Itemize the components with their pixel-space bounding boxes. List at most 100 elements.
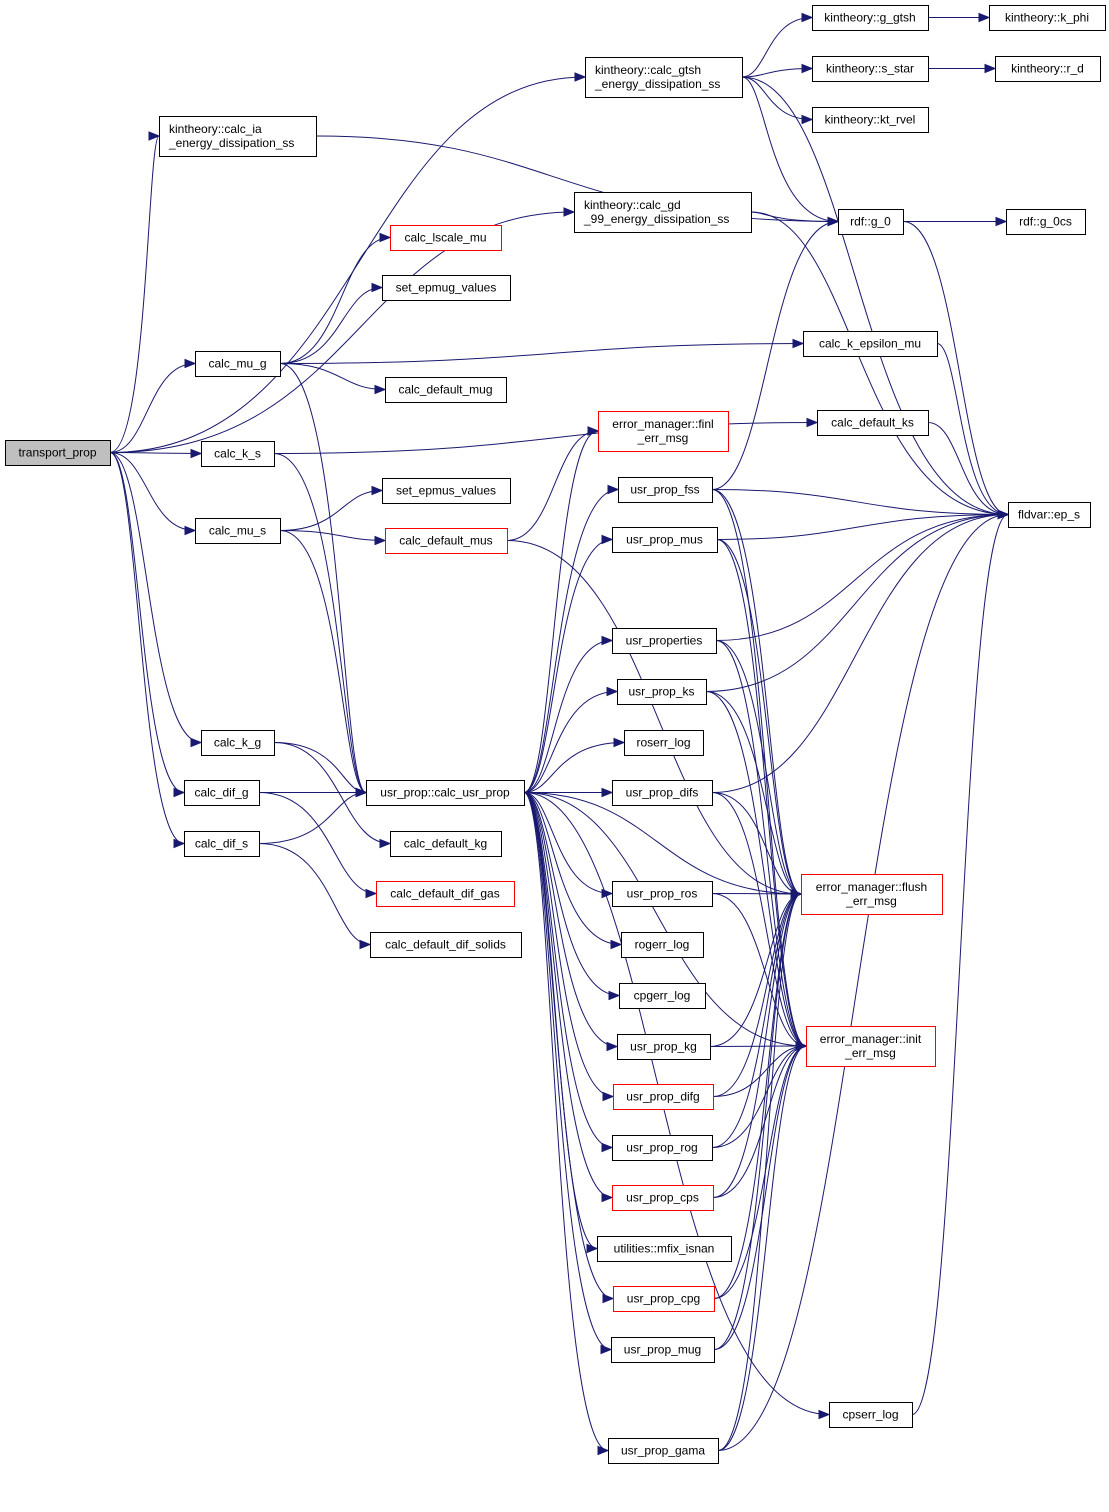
node-calc-dif-g[interactable]: calc_dif_g	[184, 780, 260, 806]
edge-usr_prop_mus-to-flush_err_msg	[716, 539, 802, 895]
edge-transport_prop-to-calc_ia	[109, 135, 160, 453]
edge-usr_prop_mug-to-flush_err_msg	[713, 893, 802, 1350]
node-calc-default-dif-gas[interactable]: calc_default_dif_gas	[376, 881, 515, 907]
node-transport-prop[interactable]: transport_prop	[5, 440, 111, 466]
node-usr-prop-difs[interactable]: usr_prop_difs	[612, 780, 713, 806]
arrowhead-icon	[602, 1293, 615, 1304]
edge-transport_prop-to-calc_mu_s	[109, 452, 196, 531]
node-calc-mu-g[interactable]: calc_mu_g	[195, 351, 281, 377]
node-box	[812, 5, 929, 31]
node-label: _99_energy_dissipation_ss	[583, 212, 729, 226]
node-label: calc_k_epsilon_mu	[819, 337, 921, 351]
node-set-epmug-values[interactable]: set_epmug_values	[382, 275, 511, 301]
node-roserr-log[interactable]: roserr_log	[624, 730, 704, 756]
node-calc-dif-s[interactable]: calc_dif_s	[184, 831, 260, 857]
arrowhead-icon	[184, 525, 197, 536]
arrowhead-icon	[379, 838, 392, 849]
edge-calc_usr_prop-to-usr_prop_rog	[523, 792, 613, 1148]
node-usr-prop-rog[interactable]: usr_prop_rog	[612, 1135, 713, 1161]
node-calc-k-g[interactable]: calc_k_g	[201, 730, 275, 756]
node-usr-prop-kg[interactable]: usr_prop_kg	[617, 1034, 711, 1060]
node-rogerr-log[interactable]: rogerr_log	[621, 932, 704, 958]
node-box	[585, 57, 743, 98]
edge-transport_prop-to-calc_k_s	[109, 452, 202, 454]
arrowhead-icon	[600, 1344, 613, 1355]
node-mfix-isnan[interactable]: utilities::mfix_isnan	[597, 1236, 732, 1262]
node-flush-err-msg[interactable]: error_manager::flush_err_msg	[801, 874, 943, 915]
node-label: kintheory::k_phi	[1005, 11, 1089, 25]
node-box	[385, 377, 507, 403]
node-cpserr-log[interactable]: cpserr_log	[829, 1402, 913, 1428]
edge-calc_usr_prop-to-usr_prop_mus	[523, 539, 613, 793]
node-g-gtsh[interactable]: kintheory::g_gtsh	[812, 5, 929, 31]
node-calc-default-ks[interactable]: calc_default_ks	[817, 410, 929, 436]
node-calc-gd[interactable]: kintheory::calc_gd_99_energy_dissipation…	[574, 192, 752, 233]
node-calc-usr-prop[interactable]: usr_prop::calc_usr_prop	[366, 780, 525, 806]
node-finl-err-msg[interactable]: error_manager::finl_err_msg	[598, 411, 729, 452]
node-calc-default-kg[interactable]: calc_default_kg	[390, 831, 502, 857]
arrowhead-icon	[601, 888, 614, 899]
edge-calc_mu_g-to-calc_k_epsilon_mu	[279, 343, 804, 364]
node-usr-prop-difg[interactable]: usr_prop_difg	[613, 1084, 714, 1110]
arrowhead-icon	[190, 737, 203, 748]
edge-calc_mu_g-to-calc_lscale_mu	[279, 237, 391, 364]
node-usr-prop-fss[interactable]: usr_prop_fss	[618, 477, 713, 503]
node-box	[989, 5, 1106, 31]
node-calc-gtsh[interactable]: kintheory::calc_gtsh_energy_dissipation_…	[585, 57, 743, 98]
node-kt-rvel[interactable]: kintheory::kt_rvel	[812, 107, 929, 133]
edge-calc_mu_g-to-calc_default_mug	[279, 363, 386, 390]
node-label: error_manager::init	[820, 1032, 922, 1046]
node-calc-lscale-mu[interactable]: calc_lscale_mu	[390, 225, 502, 251]
arrowhead-icon	[601, 1192, 614, 1203]
node-calc-default-mus[interactable]: calc_default_mus	[385, 528, 508, 554]
node-box	[390, 831, 502, 857]
node-box	[801, 874, 943, 915]
node-cpgerr-log[interactable]: cpgerr_log	[619, 983, 706, 1009]
node-box	[612, 1185, 714, 1211]
node-box	[1008, 502, 1091, 528]
node-r-d[interactable]: kintheory::r_d	[995, 56, 1101, 82]
node-label: usr_prop_ks	[628, 685, 694, 699]
node-set-epmus-values[interactable]: set_epmus_values	[382, 478, 511, 504]
node-usr-prop-cpg[interactable]: usr_prop_cpg	[613, 1286, 715, 1312]
node-usr-prop-ks[interactable]: usr_prop_ks	[617, 679, 707, 705]
node-usr-prop-mus[interactable]: usr_prop_mus	[612, 527, 718, 553]
arrowhead-icon	[602, 1091, 615, 1102]
node-label: calc_default_kg	[404, 837, 487, 851]
node-init-err-msg[interactable]: error_manager::init_err_msg	[806, 1026, 936, 1067]
node-calc-default-dif-solids[interactable]: calc_default_dif_solids	[370, 932, 522, 958]
node-label: usr_prop_rog	[626, 1141, 697, 1155]
arrowhead-icon	[827, 216, 840, 227]
node-usr-properties[interactable]: usr_properties	[612, 628, 717, 654]
node-usr-prop-mug[interactable]: usr_prop_mug	[611, 1337, 715, 1363]
node-label: rdf::g_0	[850, 215, 891, 229]
node-s-star[interactable]: kintheory::s_star	[812, 56, 929, 82]
node-g-0cs[interactable]: rdf::g_0cs	[1006, 209, 1086, 235]
edge-calc_default_mus-to-finl_err_msg	[506, 430, 599, 541]
node-label: _err_msg	[845, 894, 897, 908]
node-calc-k-epsilon-mu[interactable]: calc_k_epsilon_mu	[803, 331, 938, 357]
arrowhead-icon	[563, 207, 576, 217]
node-usr-prop-ros[interactable]: usr_prop_ros	[612, 881, 713, 907]
node-calc-default-mug[interactable]: calc_default_mug	[385, 377, 507, 403]
node-label: usr_properties	[626, 634, 703, 648]
node-label: calc_lscale_mu	[404, 231, 486, 245]
node-usr-prop-gama[interactable]: usr_prop_gama	[608, 1438, 719, 1464]
node-calc-k-s[interactable]: calc_k_s	[201, 441, 275, 467]
node-label: usr_prop_difs	[626, 786, 699, 800]
node-calc-ia[interactable]: kintheory::calc_ia_energy_dissipation_ss	[159, 116, 317, 157]
node-label: calc_default_mus	[399, 534, 492, 548]
edge-calc_mu_s-to-set_epmus_values	[279, 490, 383, 531]
node-usr-prop-cps[interactable]: usr_prop_cps	[612, 1185, 714, 1211]
node-calc-mu-s[interactable]: calc_mu_s	[195, 518, 281, 544]
edge-transport_prop-to-calc_k_g	[109, 452, 202, 743]
node-label: _energy_dissipation_ss	[594, 77, 720, 91]
node-label: usr_prop::calc_usr_prop	[380, 786, 510, 800]
node-label: error_manager::flush	[816, 880, 927, 894]
node-g-0[interactable]: rdf::g_0	[838, 209, 904, 235]
node-ep-s[interactable]: fldvar::ep_s	[1008, 502, 1091, 528]
node-k-phi[interactable]: kintheory::k_phi	[989, 5, 1106, 31]
edge-usr_prop_fss-to-g_0	[711, 221, 839, 490]
edge-transport_prop-to-calc_mu_g	[109, 363, 196, 453]
node-box	[613, 1286, 715, 1312]
